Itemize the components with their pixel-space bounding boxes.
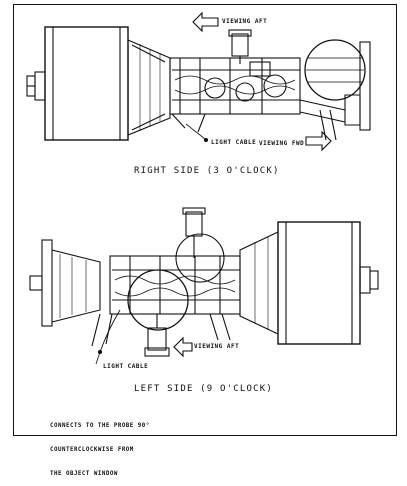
engine-left-side <box>29 207 379 357</box>
engine-drawing <box>26 11 379 365</box>
viewing-fwd-arrow <box>305 130 332 152</box>
viewing-aft-arrow-bottom <box>173 336 193 358</box>
note-line: COUNTERCLOCKWISE FROM <box>50 447 134 453</box>
viewing-aft-arrow-top <box>192 11 219 33</box>
light-cable-label-bottom: LIGHT CABLE <box>103 363 149 370</box>
light-cable-leader-bottom <box>95 351 101 365</box>
light-cable-leader-top <box>185 123 206 140</box>
right-side-caption: RIGHT SIDE (3 O'CLOCK) <box>134 166 280 176</box>
diagram-frame <box>13 4 397 436</box>
viewing-aft-label-bottom: VIEWING AFT <box>194 343 240 350</box>
engine-right-side <box>26 26 371 141</box>
viewing-fwd-label: VIEWING FWD <box>259 140 305 147</box>
note-block: CONNECTS TO THE PROBE 90° COUNTERCLOCKWI… <box>50 406 150 486</box>
left-side-caption: LEFT SIDE (9 O'CLOCK) <box>134 384 273 394</box>
note-line: THE OBJECT WINDOW <box>50 471 118 477</box>
light-cable-label-top: LIGHT CABLE <box>211 139 257 146</box>
viewing-aft-label-top: VIEWING AFT <box>222 18 268 25</box>
note-line: CONNECTS TO THE PROBE 90° <box>50 423 150 429</box>
